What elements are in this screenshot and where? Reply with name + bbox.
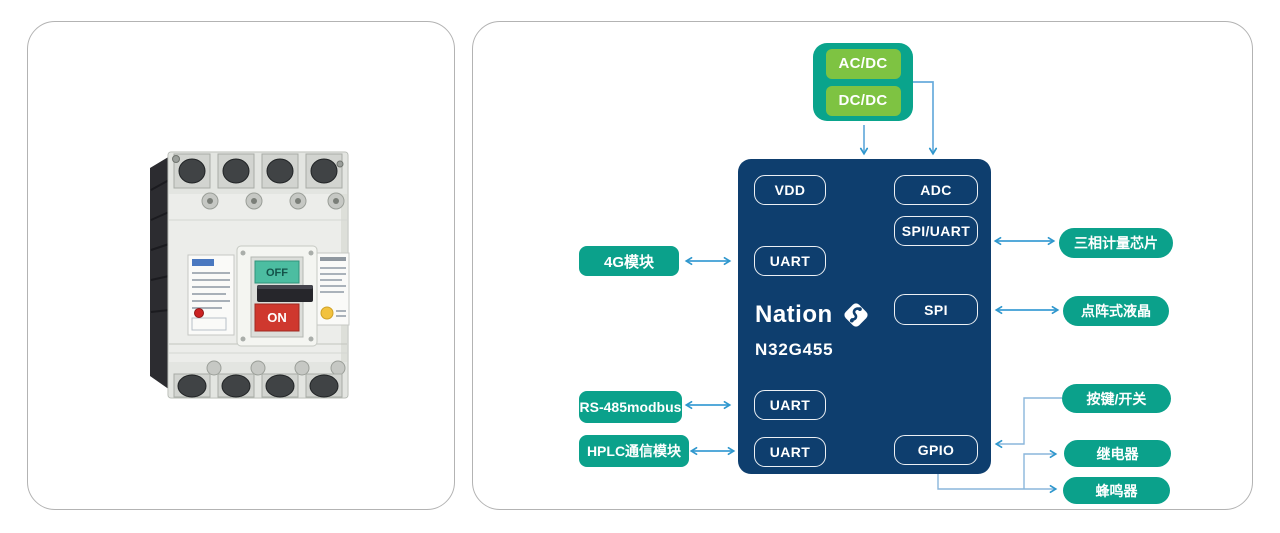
nation-logo-icon: [844, 303, 868, 327]
port-gpio: GPIO: [894, 435, 978, 465]
breaker-bottom-terminals: [173, 360, 346, 398]
chip-model-label: N32G455: [755, 340, 834, 359]
peripheral-dot-matrix-lcd: 点阵式液晶: [1063, 296, 1169, 326]
port-uart-bot: UART: [754, 437, 826, 467]
breaker-photo: OFF ON: [150, 151, 350, 399]
port-adc: ADC: [894, 175, 978, 205]
mcu-chip-block: VDD ADC SPI/UART UART SPI UART UART GPIO…: [738, 159, 991, 474]
line-keys-to-gpio: [994, 397, 1062, 449]
breaker-side: [150, 156, 170, 390]
line-gpio-to-buzzer: [937, 474, 1058, 494]
acdc-box: AC/DC: [825, 48, 901, 79]
breaker-indicator-dot: [194, 308, 204, 318]
peripheral-buzzer: 蜂鸣器: [1063, 477, 1170, 504]
arrow-power-to-adc: [913, 81, 938, 156]
peripheral-metering-chip: 三相计量芯片: [1059, 228, 1173, 258]
power-supply-block: AC/DC DC/DC: [813, 43, 913, 121]
peripheral-hplc-module: HPLC通信模块: [579, 435, 689, 467]
port-spi: SPI: [894, 294, 978, 325]
nation-logo: Nation: [755, 300, 871, 330]
breaker-off-label: OFF: [266, 267, 288, 279]
breaker-switch-console: OFF ON: [236, 245, 318, 347]
port-spi-uart: SPI/UART: [894, 216, 978, 246]
breaker-right-label: [316, 252, 350, 326]
breaker-left-label: [187, 254, 235, 336]
port-uart-mid: UART: [754, 390, 826, 420]
port-uart-top: UART: [754, 246, 826, 276]
line-gpio-to-relay: [1023, 449, 1058, 489]
block-diagram-card: AC/DC DC/DC VDD ADC SPI/UART UART SPI UA…: [472, 21, 1253, 510]
breaker-on-label: ON: [267, 310, 287, 325]
product-photo-card: OFF ON: [27, 21, 455, 510]
port-vdd: VDD: [754, 175, 826, 205]
dcdc-box: DC/DC: [825, 85, 901, 116]
peripheral-4g-module: 4G模块: [579, 246, 679, 276]
nation-logo-text: Nation: [755, 301, 833, 328]
breaker-top-terminals: [172, 153, 345, 210]
peripheral-keys-switches: 按键/开关: [1062, 384, 1171, 413]
peripheral-relay: 继电器: [1064, 440, 1171, 467]
peripheral-rs485-modbus: RS-485modbus: [579, 391, 682, 423]
